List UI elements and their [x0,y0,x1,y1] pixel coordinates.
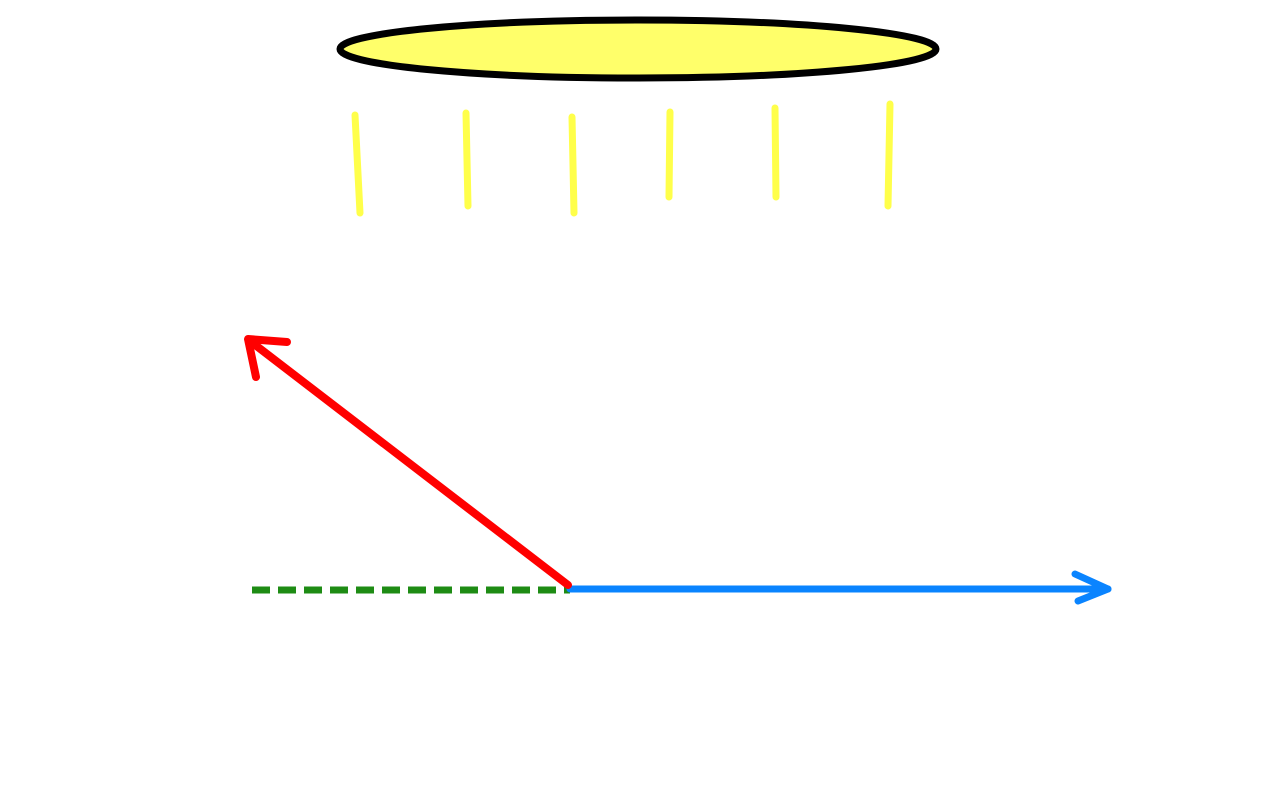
blue-arrow [566,570,1112,605]
red-arrow-head [244,335,291,381]
blue-arrow-head [1071,570,1112,605]
light-ray [771,104,780,201]
light-rays [351,100,894,217]
light-ray [884,100,894,210]
red-arrow-shaft [246,337,572,589]
red-arrow [244,335,572,589]
light-ray [665,108,674,201]
sun-ellipse [336,16,940,82]
light-ray [568,113,578,217]
light-ray [462,109,472,210]
light-ray [351,111,364,217]
